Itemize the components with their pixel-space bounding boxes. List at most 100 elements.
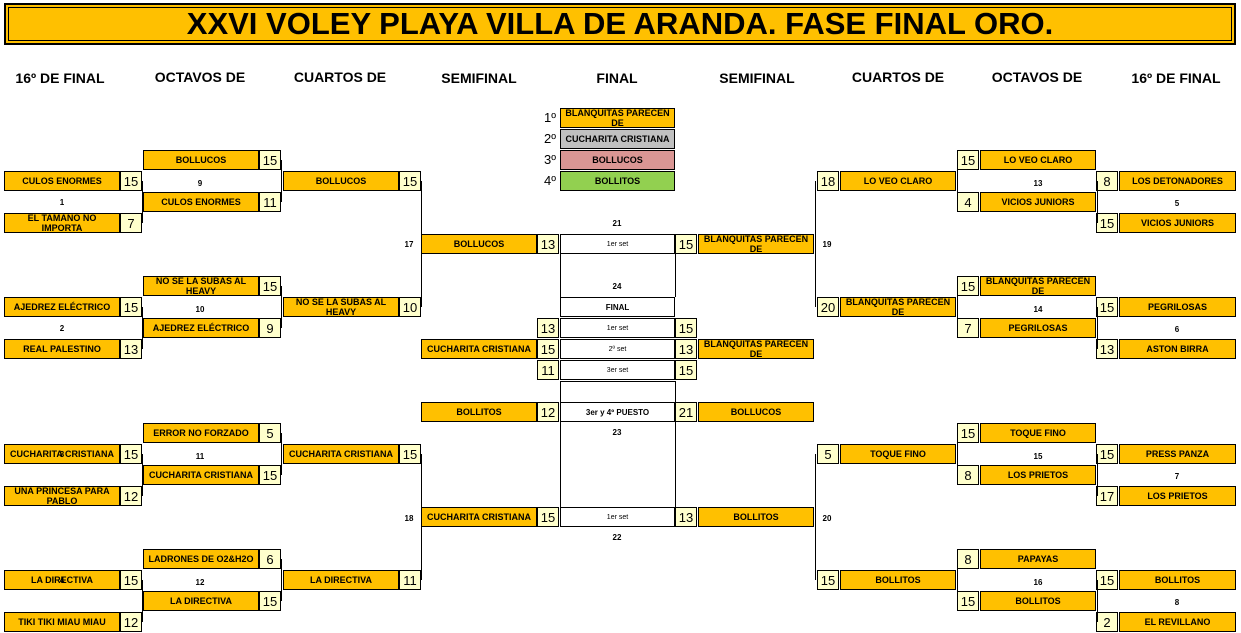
match-number: 23 bbox=[612, 428, 622, 437]
match-number: 9 bbox=[197, 179, 203, 188]
match-number: 5 bbox=[1174, 199, 1180, 208]
bracket-line bbox=[560, 381, 675, 382]
score-cell: 15 bbox=[259, 276, 281, 296]
team-cell: LA DIRECTIVA bbox=[4, 570, 120, 590]
team-cell: BOLLITOS bbox=[980, 591, 1096, 611]
team-cell: LO VEO CLARO bbox=[840, 171, 956, 191]
team-cell: PEGRILOSAS bbox=[980, 318, 1096, 338]
team-cell: BOLLUCOS bbox=[283, 171, 399, 191]
team-cell: EL TAMAÑO NO IMPORTA bbox=[4, 213, 120, 233]
team-cell: BLANQUITAS PARECEN DE bbox=[698, 234, 814, 254]
round-header: 16º DE FINAL bbox=[15, 70, 105, 86]
team-cell: BOLLITOS bbox=[698, 507, 814, 527]
score-cell: 10 bbox=[399, 297, 421, 317]
team-cell: TIKI TIKI MIAU MIAU bbox=[4, 612, 120, 632]
team-cell: CULOS ENORMES bbox=[4, 171, 120, 191]
score-cell: 11 bbox=[537, 360, 559, 380]
score-cell: 15 bbox=[259, 150, 281, 170]
score-cell: 11 bbox=[259, 192, 281, 212]
score-cell: 15 bbox=[957, 150, 979, 170]
set-cell: 3er set bbox=[560, 360, 675, 380]
bracket-line bbox=[142, 580, 143, 622]
match-number: 18 bbox=[404, 514, 414, 523]
bracket-line bbox=[560, 381, 561, 402]
score-cell: 12 bbox=[120, 486, 142, 506]
score-cell: 5 bbox=[817, 444, 839, 464]
team-cell: LOS PRIETOS bbox=[980, 465, 1096, 485]
team-cell: BLANQUITAS PARECEN DE bbox=[980, 276, 1096, 296]
round-header: SEMIFINAL bbox=[719, 70, 795, 86]
set-cell: 1er set bbox=[560, 234, 675, 254]
match-number: 8 bbox=[1174, 598, 1180, 607]
score-cell: 7 bbox=[957, 318, 979, 338]
team-cell: LO VEO CLARO bbox=[980, 150, 1096, 170]
podium-rank: 1º bbox=[544, 110, 556, 125]
team-cell: LADRONES DE O2&H2O bbox=[143, 549, 259, 569]
team-cell: BOLLITOS bbox=[421, 402, 537, 422]
score-cell: 9 bbox=[259, 318, 281, 338]
team-cell: AJEDREZ ELÉCTRICO bbox=[143, 318, 259, 338]
bracket-line bbox=[1097, 181, 1098, 223]
bracket-line bbox=[281, 559, 282, 601]
score-cell: 15 bbox=[120, 570, 142, 590]
match-number: 6 bbox=[1174, 325, 1180, 334]
round-header: SEMIFINAL bbox=[441, 70, 517, 86]
team-cell: ASTON BIRRA bbox=[1119, 339, 1236, 359]
score-cell: 15 bbox=[1096, 213, 1118, 233]
round-header: 16º DE FINAL bbox=[1131, 70, 1221, 86]
score-cell: 15 bbox=[120, 171, 142, 191]
team-cell: EL REVILLANO bbox=[1119, 612, 1236, 632]
score-cell: 15 bbox=[957, 591, 979, 611]
team-cell: VICIOS JUNIORS bbox=[1119, 213, 1236, 233]
score-cell: 13 bbox=[537, 318, 559, 338]
match-number: 1 bbox=[59, 198, 65, 207]
score-cell: 15 bbox=[675, 318, 697, 338]
bracket-line bbox=[675, 381, 676, 402]
bracket-line bbox=[142, 307, 143, 349]
match-number: 20 bbox=[822, 514, 832, 523]
podium-team: BOLLUCOS bbox=[560, 150, 675, 170]
podium-team: BLANQUITAS PARECEN DE bbox=[560, 108, 675, 128]
match-number: 7 bbox=[1174, 472, 1180, 481]
bracket-line bbox=[675, 254, 676, 297]
team-cell: VICIOS JUNIORS bbox=[980, 192, 1096, 212]
bracket-line bbox=[281, 160, 282, 202]
team-cell: BOLLITOS bbox=[840, 570, 956, 590]
team-cell: CUCHARITA CRISTIANA bbox=[4, 444, 120, 464]
team-cell: BLANQUITAS PARECEN DE bbox=[698, 339, 814, 359]
bracket-line bbox=[1097, 580, 1098, 622]
podium-rank: 3º bbox=[544, 152, 556, 167]
team-cell: CUCHARITA CRISTIANA bbox=[421, 507, 537, 527]
score-cell: 15 bbox=[957, 423, 979, 443]
team-cell: LOS DETONADORES bbox=[1119, 171, 1236, 191]
team-cell: CUCHARITA CRISTIANA bbox=[421, 339, 537, 359]
score-cell: 15 bbox=[120, 444, 142, 464]
team-cell: BOLLUCOS bbox=[143, 150, 259, 170]
score-cell: 15 bbox=[675, 360, 697, 380]
team-cell: TOQUE FINO bbox=[980, 423, 1096, 443]
set-cell: 1er set bbox=[560, 318, 675, 338]
podium-rank: 2º bbox=[544, 131, 556, 146]
team-cell: CUCHARITA CRISTIANA bbox=[283, 444, 399, 464]
score-cell: 15 bbox=[259, 465, 281, 485]
team-cell: UNA PRINCESA PARA PABLO bbox=[4, 486, 120, 506]
score-cell: 18 bbox=[817, 171, 839, 191]
match-number: 24 bbox=[612, 282, 622, 291]
bracket-line bbox=[957, 433, 958, 475]
team-cell: BLANQUITAS PARECEN DE bbox=[840, 297, 956, 317]
match-number: 16 bbox=[1033, 578, 1043, 587]
score-cell: 15 bbox=[120, 297, 142, 317]
score-cell: 6 bbox=[259, 549, 281, 569]
score-cell: 2 bbox=[1096, 612, 1118, 632]
set-cell: 1er set bbox=[560, 507, 675, 527]
score-cell: 8 bbox=[1096, 171, 1118, 191]
match-number: 15 bbox=[1033, 452, 1043, 461]
team-cell: BOLLITOS bbox=[1119, 570, 1236, 590]
bracket-line bbox=[281, 286, 282, 328]
match-number: 21 bbox=[612, 219, 622, 228]
team-cell: AJEDREZ ELÉCTRICO bbox=[4, 297, 120, 317]
page-title: XXVI VOLEY PLAYA VILLA DE ARANDA. FASE F… bbox=[4, 3, 1236, 45]
bracket-line bbox=[142, 181, 143, 223]
score-cell: 15 bbox=[259, 591, 281, 611]
match-number: 17 bbox=[404, 240, 414, 249]
